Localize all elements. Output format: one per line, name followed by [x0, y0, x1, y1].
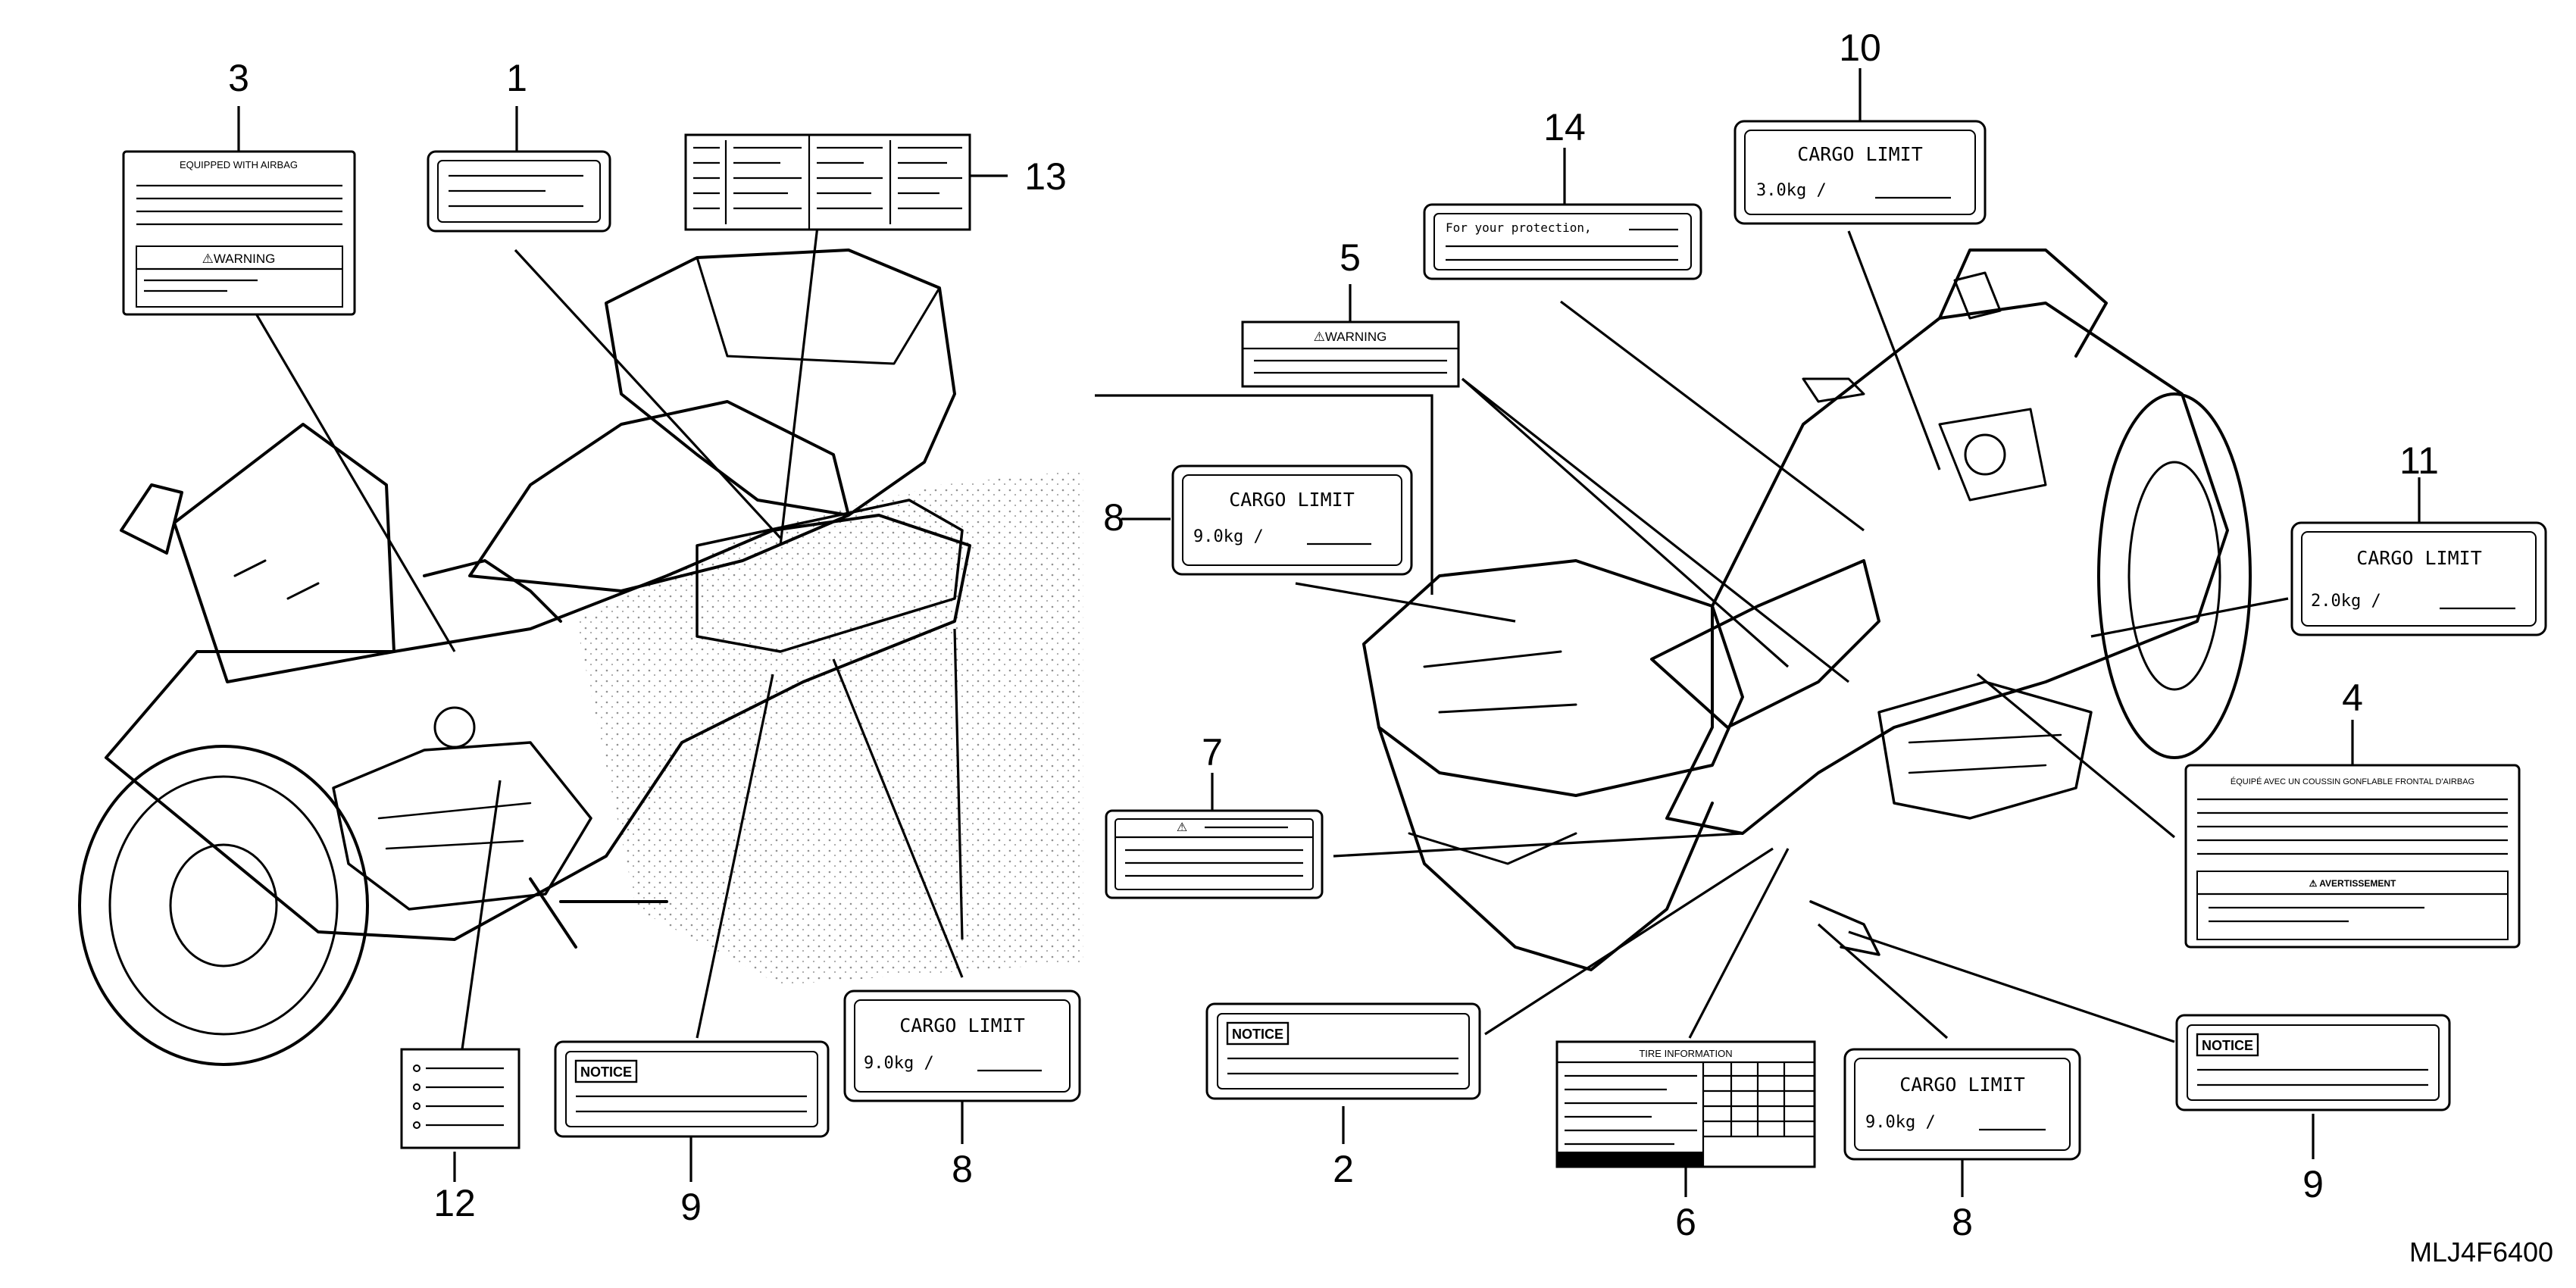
cargo-limit-title: CARGO LIMIT: [1229, 489, 1355, 511]
callout-number: 14: [1543, 106, 1586, 148]
label-table-13: [684, 133, 971, 231]
right-motorcycle-illustration: [1362, 249, 2252, 971]
label-cargo-limit-11: CARGO LIMIT 2.0kg /: [2290, 521, 2547, 636]
notice-text: NOTICE: [580, 1064, 632, 1080]
cargo-limit-title: CARGO LIMIT: [1797, 143, 1923, 165]
callout-number: 12: [433, 1182, 476, 1224]
french-title: ÉQUIPÉ AVEC UN COUSSIN GONFLABLE FRONTAL…: [2231, 777, 2474, 786]
callout-number: 8: [1103, 496, 1124, 539]
label-equipped-with-airbag: EQUIPPED WITH AIRBAG ⚠WARNING: [122, 150, 356, 316]
callout-numbers: 1 3 13 12 9 8 10 14 5 8 11 4 7 2 6 8 9: [228, 27, 2439, 1243]
label-tire-information-6: TIRE INFORMATION: [1555, 1040, 1816, 1168]
cargo-limit-title: CARGO LIMIT: [899, 1014, 1025, 1036]
airbag-title: EQUIPPED WITH AIRBAG: [180, 159, 298, 170]
callout-number: 9: [2302, 1163, 2324, 1205]
group-bracket: [1095, 394, 1433, 595]
callout-number: 4: [2342, 677, 2363, 719]
leader-lines: [237, 68, 2421, 1197]
tire-info-title: TIRE INFORMATION: [1639, 1048, 1732, 1059]
label-french-airbag-4: ÉQUIPÉ AVEC UN COUSSIN GONFLABLE FRONTAL…: [2184, 764, 2521, 949]
label-warning-5: ⚠WARNING: [1241, 320, 1460, 388]
label-blank-1: [427, 150, 611, 233]
cargo-limit-value: 9.0kg /: [864, 1054, 934, 1073]
cargo-limit-value: 2.0kg /: [2311, 592, 2381, 611]
notice-text: NOTICE: [1232, 1027, 1283, 1042]
callout-number: 8: [1952, 1201, 1973, 1243]
label-cargo-limit-10: CARGO LIMIT 3.0kg /: [1733, 120, 1987, 225]
callout-number: 8: [952, 1148, 973, 1190]
label-cargo-limit-8-left: CARGO LIMIT 9.0kg /: [843, 989, 1081, 1102]
callout-number: 13: [1024, 155, 1067, 198]
callout-number: 7: [1202, 731, 1223, 774]
label-cargo-limit-8-middle: CARGO LIMIT 9.0kg /: [1171, 464, 1413, 576]
cargo-limit-title: CARGO LIMIT: [2356, 547, 2482, 569]
label-list-12: [400, 1048, 521, 1149]
callout-number: 3: [228, 57, 249, 99]
diagram-code: MLJ4F6400: [2409, 1236, 2553, 1268]
callout-number: 9: [680, 1186, 702, 1228]
callout-number: 5: [1340, 236, 1361, 279]
label-notice-9-right: NOTICE: [2175, 1014, 2451, 1111]
cargo-limit-value: 9.0kg /: [1865, 1113, 1936, 1132]
callout-number: 11: [2399, 439, 2439, 482]
label-cargo-limit-8-right: CARGO LIMIT 9.0kg /: [1843, 1048, 2081, 1161]
cargo-limit-value: 9.0kg /: [1193, 527, 1264, 546]
callout-number: 10: [1839, 27, 1881, 69]
avertissement-text: ⚠ AVERTISSEMENT: [2309, 878, 2396, 889]
label-protection-14: For your protection,: [1423, 203, 1702, 280]
callout-number: 1: [506, 57, 527, 99]
label-notice-2: NOTICE: [1205, 1002, 1481, 1100]
label-warning-7: ⚠: [1105, 809, 1324, 899]
label-notice-9-left: NOTICE: [554, 1040, 830, 1138]
cargo-limit-value: 3.0kg /: [1756, 181, 1827, 200]
protection-text: For your protection,: [1446, 220, 1592, 235]
warning-text: ⚠WARNING: [202, 252, 276, 266]
callout-number: 2: [1333, 1148, 1354, 1190]
warning-triangle: ⚠: [1177, 821, 1187, 834]
notice-text: NOTICE: [2202, 1038, 2253, 1053]
warning-text: ⚠WARNING: [1314, 330, 1387, 344]
cargo-limit-title: CARGO LIMIT: [1899, 1074, 2025, 1096]
callout-number: 6: [1675, 1201, 1696, 1243]
left-motorcycle-illustration: [78, 249, 1083, 1066]
